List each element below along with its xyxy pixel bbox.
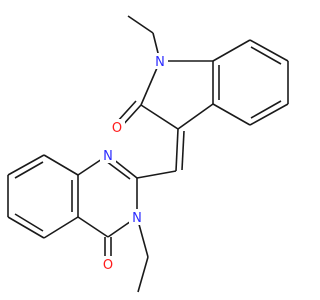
bond-c8-c7q	[7, 154, 45, 176]
bond-c4-c3a	[212, 103, 251, 126]
bond-c6q-c5q	[7, 216, 45, 239]
methylidene-linker	[136, 128, 185, 179]
atom-o1: O	[109, 119, 125, 136]
atom-n3-label: N	[132, 211, 142, 226]
atom-o2: O	[100, 256, 116, 273]
bond-arom-inner-1	[250, 46, 282, 65]
bond-c2-c3	[140, 104, 179, 130]
bond-ch3-ch2-top	[127, 15, 154, 34]
molecule-canvas: N O N N O	[7, 15, 289, 293]
bond-arom-q-inner-1	[14, 161, 44, 179]
bond-c2-o1-a	[121, 104, 142, 127]
atom-o2-label: O	[103, 258, 113, 273]
atom-n1: N	[152, 53, 168, 70]
bond-c3-ch-b	[181, 130, 185, 171]
bond-c7a-c7	[212, 39, 251, 62]
bond-c7-c6	[249, 39, 289, 62]
bond-c5q-c4a	[43, 216, 79, 239]
bond-arom-inner-2	[250, 100, 282, 119]
bond-ch-c2q	[136, 170, 177, 179]
bond-arom-q-inner-2	[14, 213, 44, 232]
bond-c2-o1-b	[116, 100, 137, 123]
bond-c3-ch-a	[175, 128, 179, 172]
atom-n2-label: N	[103, 149, 113, 164]
atom-n1-label: N	[155, 55, 165, 70]
atom-o1-label: O	[112, 121, 122, 136]
bond-c8a-c8	[43, 154, 79, 176]
bond-c4a-c4	[77, 216, 109, 238]
indolinone-ring	[116, 39, 289, 130]
atom-n3: N	[129, 209, 145, 226]
molecule-structure: N O N N O	[7, 15, 289, 293]
bond-c5-c4	[249, 103, 289, 126]
ethyl-group-bottom	[136, 216, 149, 293]
bond-ch2-ch3-bottom	[137, 256, 149, 293]
bond-c2q-n1q-b	[105, 160, 131, 180]
quinazolinone-ring	[7, 154, 138, 258]
bond-c3-c3a	[177, 103, 214, 130]
atom-n2: N	[100, 147, 116, 164]
